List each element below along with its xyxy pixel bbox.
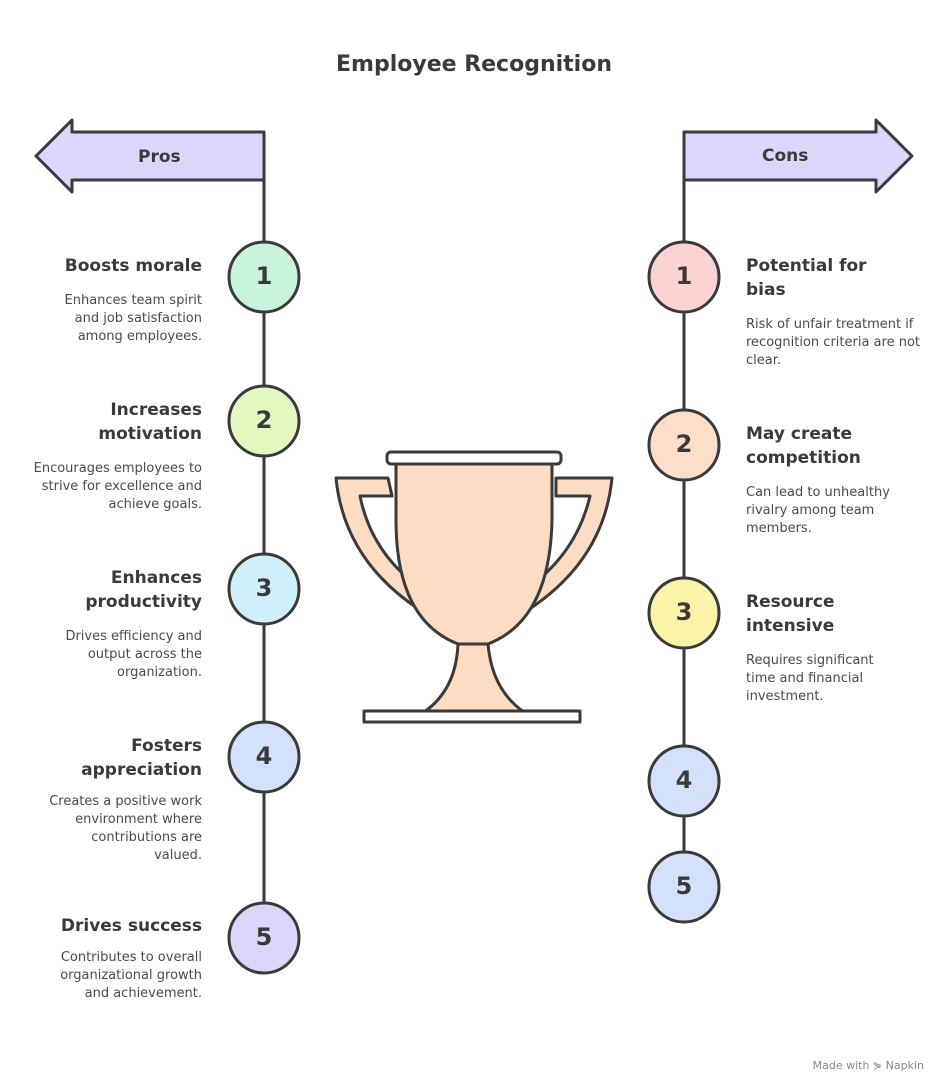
trophy-cup — [394, 460, 554, 646]
cons-number-3: 3 — [675, 598, 693, 626]
cons-item-1-description: Risk of unfair treatment if recognition … — [746, 317, 920, 368]
pros-item-5-description: Contributes to overall organizational gr… — [60, 950, 202, 1001]
trophy-stem — [422, 642, 526, 714]
trophy-icon — [334, 450, 614, 724]
cons-circle-5 — [647, 850, 721, 924]
cons-number-5: 5 — [675, 872, 693, 900]
pros-number-4: 4 — [255, 742, 273, 770]
cons-arrow — [682, 118, 914, 194]
cons-number-2: 2 — [675, 430, 693, 458]
pros-item-4-title: Fosters appreciation — [81, 736, 202, 780]
cons-item-3-title: Resource intensive — [746, 592, 835, 636]
pros-item-2-title: Increases motivation — [98, 400, 202, 444]
trophy-base — [362, 709, 582, 724]
cons-item-3-description: Requires significant time and financial … — [746, 653, 874, 704]
pros-circle-4 — [227, 720, 301, 794]
pros-number-1: 1 — [255, 262, 273, 290]
pros-item-3-description: Drives efficiency and output across the … — [65, 629, 202, 680]
made-with-napkin-footer: Made with ⋟ Napkin — [812, 1059, 924, 1072]
cons-number-1: 1 — [675, 262, 693, 290]
pros-number-3: 3 — [255, 574, 273, 602]
pros-circle-1 — [227, 240, 301, 314]
cons-number-4: 4 — [675, 766, 693, 794]
cons-label: Cons — [762, 146, 809, 166]
pros-item-1-description: Enhances team spirit and job satisfactio… — [64, 293, 203, 344]
pros-item-1-title: Boosts morale — [64, 256, 202, 276]
pros-number-2: 2 — [255, 406, 273, 434]
pros-circle-2 — [227, 384, 301, 458]
pros-number-5: 5 — [255, 923, 273, 951]
pros-circle-3 — [227, 552, 301, 626]
pros-item-4-description: Creates a positive work environment wher… — [49, 794, 202, 863]
pros-item-3-title: Enhances productivity — [85, 568, 202, 612]
cons-circle-2 — [647, 408, 721, 482]
cons-circle-1 — [647, 240, 721, 314]
cons-item-1-title: Potential for bias — [746, 256, 867, 300]
trophy-rim — [385, 450, 563, 466]
cons-circle-4 — [647, 744, 721, 818]
pros-item-5-title: Drives success — [60, 916, 202, 936]
cons-item-2-description: Can lead to unhealthy rivalry among team… — [746, 485, 890, 536]
cons-circle-3 — [647, 576, 721, 650]
pros-circle-5 — [227, 901, 301, 975]
pros-arrow — [34, 118, 266, 194]
pros-item-2-description: Encourages employees to strive for excel… — [33, 461, 202, 512]
pros-label: Pros — [138, 147, 181, 167]
diagram-title: Employee Recognition — [336, 52, 612, 77]
cons-item-2-title: May create competition — [746, 424, 861, 468]
